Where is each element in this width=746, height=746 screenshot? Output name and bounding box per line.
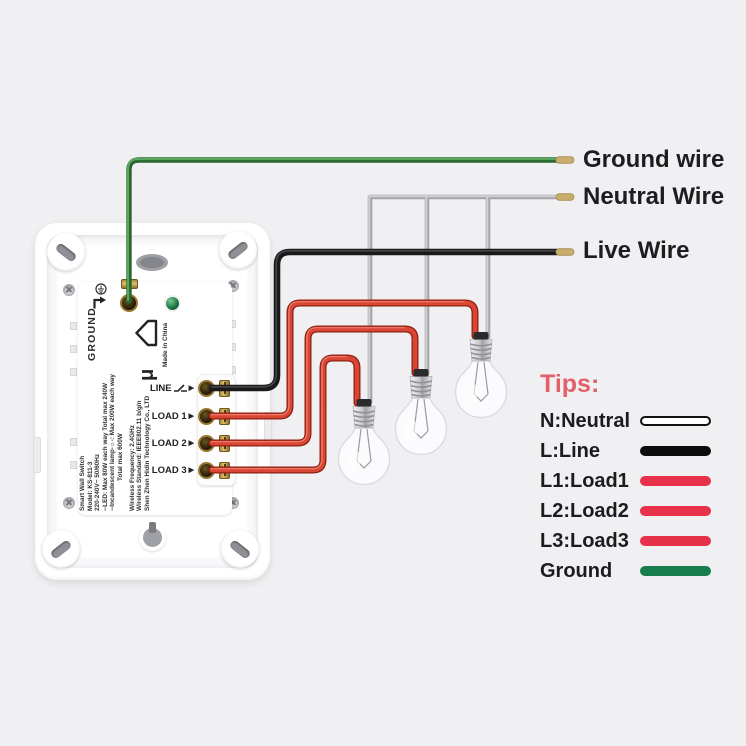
load3-terminal-screw (219, 461, 230, 479)
bottom-hole-inner (143, 528, 162, 547)
angle-arrow-icon (93, 296, 106, 309)
status-led (166, 297, 179, 310)
terminal-arrow-icon: ▶ (188, 467, 194, 474)
house-arrow-icon (135, 319, 158, 347)
legend-row-load3: L3:Load3 (540, 526, 711, 556)
ground-terminal-screw (121, 279, 138, 289)
neutral-wire (367, 194, 560, 405)
module-clip (70, 345, 77, 353)
terminal-label-line: LINE ▶ (118, 381, 194, 395)
legend-title: Tips: (540, 370, 600, 398)
line-terminal-port (198, 379, 215, 397)
bottom-hole-notch (149, 522, 156, 533)
module-clip (70, 322, 77, 330)
spec-line: --LED: Max 80W each way Total max 240W (101, 382, 109, 511)
light-bulb-1 (337, 398, 391, 486)
terminal-label-load1: LOAD 1 ▶ (118, 409, 194, 423)
legend-swatch-ground (640, 566, 711, 576)
ground-wire-label: Ground wire (583, 146, 725, 173)
module-clip (70, 438, 77, 446)
load2-terminal-port (198, 434, 215, 452)
earth-ground-icon (95, 283, 107, 295)
legend-label: L:Line (540, 439, 600, 462)
line-terminal-screw (219, 379, 230, 397)
legend: Tips: N:Neutral L:Line L1:Load1 L2:Load2… (540, 370, 711, 586)
legend-label: L2:Load2 (540, 499, 629, 522)
bottom-mount-hole (139, 522, 166, 551)
legend-row-load1: L1:Load1 (540, 466, 711, 496)
screw-slot (49, 538, 73, 560)
load3-terminal-port (198, 461, 215, 479)
mounting-oval-hole (136, 254, 168, 271)
legend-swatch-load3 (640, 536, 711, 546)
terminal-label-load3: LOAD 3 ▶ (118, 463, 194, 477)
corner-screw-tab (42, 530, 80, 568)
screw-slot (226, 239, 250, 261)
legend-row-ground: Ground (540, 556, 711, 586)
switch-symbol-icon (173, 383, 187, 392)
terminal-arrow-icon: ▶ (188, 413, 194, 420)
ground-wire-tip (555, 156, 575, 164)
neutral-wire-core (368, 195, 558, 403)
terminal-label-text: LOAD 2 (151, 437, 187, 449)
plate-screw (63, 284, 75, 296)
oval-hole-inner (140, 257, 164, 268)
load1-terminal-port (198, 407, 215, 425)
legend-swatch-neutral (640, 416, 711, 426)
ground-terminal-port (120, 294, 138, 312)
legend-label: N:Neutral (540, 409, 631, 432)
spec-line: --Incandescent lamp-☼-: Max 200W each wa… (109, 374, 117, 511)
legend-swatch-line (640, 446, 711, 456)
module-clip (70, 368, 77, 376)
screw-slot (228, 538, 252, 560)
legend-row-line: L:Line (540, 436, 711, 466)
neutral-wire-tip (555, 193, 575, 201)
neutral-wire-label: Neutral Wire (583, 183, 725, 210)
terminal-label-load2: LOAD 2 ▶ (118, 436, 194, 450)
spec-line: 220-240V~ 50/60Hz (94, 453, 102, 511)
corner-screw-tab (221, 530, 259, 568)
legend-label: L1:Load1 (540, 469, 629, 492)
legend-swatch-load1 (640, 476, 711, 486)
load2-terminal-screw (219, 434, 230, 452)
terminal-arrow-icon: ▶ (188, 440, 194, 447)
light-bulb-2 (394, 368, 448, 456)
terminal-label-text: LOAD 3 (151, 464, 187, 476)
legend-swatch-load2 (640, 506, 711, 516)
terminal-label-text: LINE (149, 382, 172, 394)
frame-edge-tab (264, 412, 272, 444)
corner-screw-tab (219, 231, 257, 269)
live-wire-label: Live Wire (583, 237, 690, 264)
legend-row-load2: L2:Load2 (540, 496, 711, 526)
light-bulb-3 (454, 331, 508, 419)
frame-edge-tab (33, 437, 41, 473)
module-clip (70, 461, 77, 469)
corner-screw-tab (47, 233, 85, 271)
legend-label: L3:Load3 (540, 529, 629, 552)
spec-line: Smart Wall Switch (79, 455, 86, 511)
terminal-arrow-icon: ▶ (188, 385, 194, 392)
plate-screw (63, 497, 75, 509)
made-in-label: Made in China (162, 322, 169, 367)
legend-label: Ground (540, 559, 613, 582)
load1-terminal-screw (219, 407, 230, 425)
legend-row-neutral: N:Neutral (540, 406, 711, 436)
spec-line: Model: KS-811-3 (86, 461, 94, 511)
live-wire-tip (555, 248, 575, 256)
terminal-label-text: LOAD 1 (151, 410, 187, 422)
screw-slot (54, 241, 78, 263)
